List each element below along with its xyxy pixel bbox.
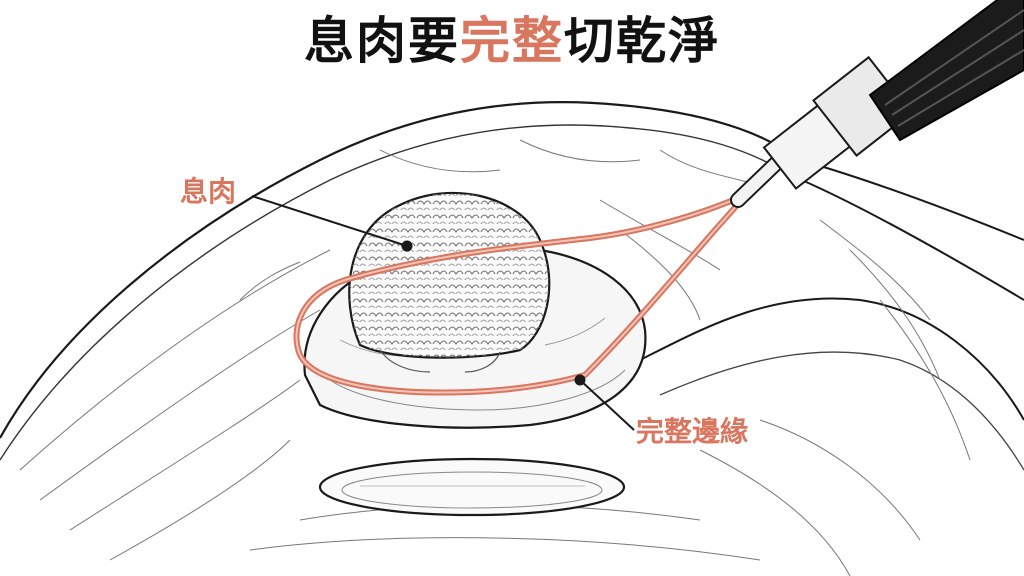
complete-margin-label: 完整邊緣 (636, 415, 749, 448)
leader-lines (251, 195, 635, 431)
colon-wall (0, 101, 1024, 471)
title-highlight: 完整 (460, 12, 564, 70)
snare-wire (293, 192, 748, 396)
page-title: 息肉要完整切乾淨 (0, 14, 1024, 69)
margin-leader-line (579, 379, 635, 431)
polyp-leader-line (251, 195, 408, 247)
polyp-leader-dot (401, 240, 413, 252)
resection-lumen (318, 457, 626, 517)
margin-leader-dot (574, 374, 586, 386)
polyp-head (348, 191, 551, 373)
title-part-2: 切乾淨 (564, 12, 720, 70)
snare-catheter (730, 0, 1024, 208)
polyp-label: 息肉 (180, 175, 237, 208)
title-part-1: 息肉要 (304, 12, 460, 70)
